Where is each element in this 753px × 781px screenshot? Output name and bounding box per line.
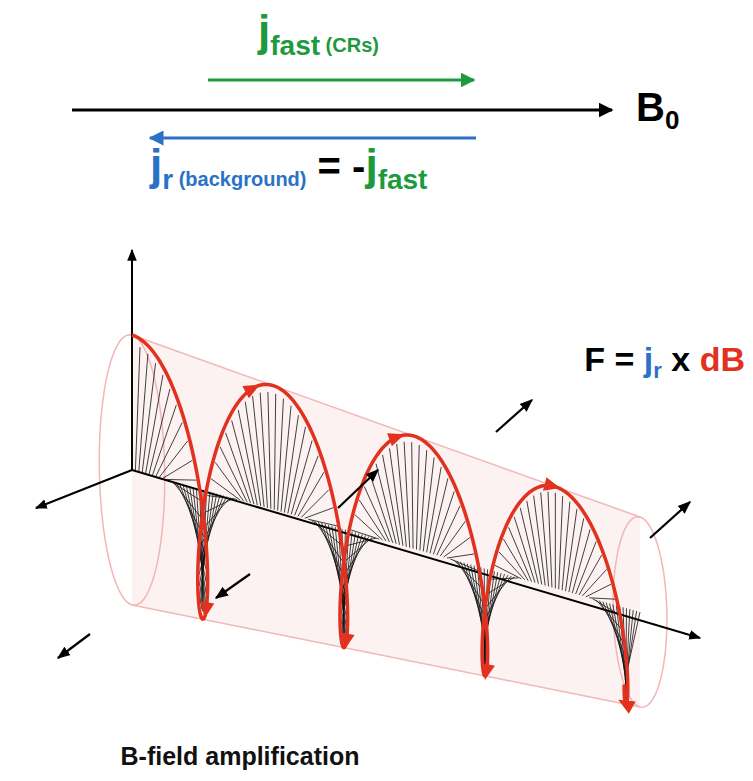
axis-arrow xyxy=(132,470,700,638)
field-vector xyxy=(582,569,606,596)
field-vector xyxy=(569,518,584,592)
field-vector xyxy=(274,394,275,510)
force-arrow xyxy=(338,470,378,508)
field-vector xyxy=(295,456,319,516)
field-vector xyxy=(166,479,196,481)
field-vector xyxy=(412,442,413,548)
fast-current-arrow xyxy=(208,79,474,82)
helix-arrowhead xyxy=(338,632,355,650)
field-vector xyxy=(359,500,386,541)
cylinder-body xyxy=(132,335,640,707)
force-equation: F = jr x dB xyxy=(584,340,745,379)
field-vector xyxy=(447,554,474,558)
field-vector xyxy=(423,458,434,552)
field-vector xyxy=(132,343,133,470)
field-vector xyxy=(351,530,379,539)
field-vector xyxy=(260,393,267,508)
field-vector xyxy=(548,492,552,588)
figure-caption: B-field amplification xyxy=(121,742,360,771)
return-current-arrow xyxy=(150,137,476,140)
force-arrow xyxy=(216,574,250,598)
force-arrow xyxy=(650,502,690,538)
field-vector xyxy=(348,538,376,545)
field-vector xyxy=(211,479,240,501)
helix-figure xyxy=(36,250,700,714)
field-vector xyxy=(416,445,419,550)
field-vector xyxy=(562,502,570,591)
field-vector xyxy=(440,521,465,556)
field-vector xyxy=(146,375,163,474)
force-arrow xyxy=(496,400,532,432)
field-vector xyxy=(149,389,170,475)
axis-arrow xyxy=(131,250,133,470)
field-vector xyxy=(135,347,140,471)
field-vector xyxy=(444,537,470,557)
field-vector xyxy=(291,440,312,514)
field-vector xyxy=(298,472,324,516)
axis-arrow xyxy=(36,470,132,508)
field-vector xyxy=(433,491,454,554)
field-vector xyxy=(204,498,233,512)
cylinder-end xyxy=(99,335,164,605)
field-vector xyxy=(534,496,546,586)
field-vector xyxy=(162,460,192,478)
field-vector xyxy=(541,493,549,587)
field-vector xyxy=(427,467,442,552)
field-vector xyxy=(268,392,271,509)
field-vector xyxy=(390,448,403,545)
fast-current-label: jfast (CRs) xyxy=(258,6,379,57)
field-vector xyxy=(576,542,596,594)
helix-arrowhead xyxy=(198,601,214,619)
force-arrow xyxy=(58,634,90,658)
cylinder-edge xyxy=(132,605,640,707)
field-vector xyxy=(572,529,590,593)
field-vector xyxy=(288,427,306,514)
field-vector xyxy=(559,496,563,589)
field-label: B0 xyxy=(636,84,679,130)
return-current-label: jr (background) = -jfast xyxy=(150,140,427,191)
field-vector xyxy=(579,555,602,595)
field-vector xyxy=(492,578,519,579)
helix-curve xyxy=(132,335,628,704)
field-vector xyxy=(555,493,556,589)
field-vector xyxy=(586,584,611,597)
field-vector xyxy=(207,496,237,500)
helix-arrowhead xyxy=(387,428,407,447)
field-vector xyxy=(139,354,148,472)
helix-arrowhead xyxy=(242,378,263,398)
helix-arrowhead xyxy=(543,477,562,495)
field-vector xyxy=(345,537,372,561)
field-vector xyxy=(404,442,410,548)
field-vector xyxy=(215,462,244,501)
field-vector xyxy=(420,450,427,550)
helix-arrowhead xyxy=(615,694,636,714)
field-vector xyxy=(305,508,334,519)
field-arrow xyxy=(72,109,612,112)
field-vector xyxy=(430,478,448,553)
field-vector xyxy=(284,415,298,512)
field-vector xyxy=(238,410,257,505)
field-vector xyxy=(253,396,264,507)
helix-arrowhead xyxy=(478,663,495,681)
field-vector xyxy=(520,508,538,584)
field-vector xyxy=(281,406,291,512)
field-vector xyxy=(152,405,176,476)
field-vector xyxy=(301,490,329,518)
